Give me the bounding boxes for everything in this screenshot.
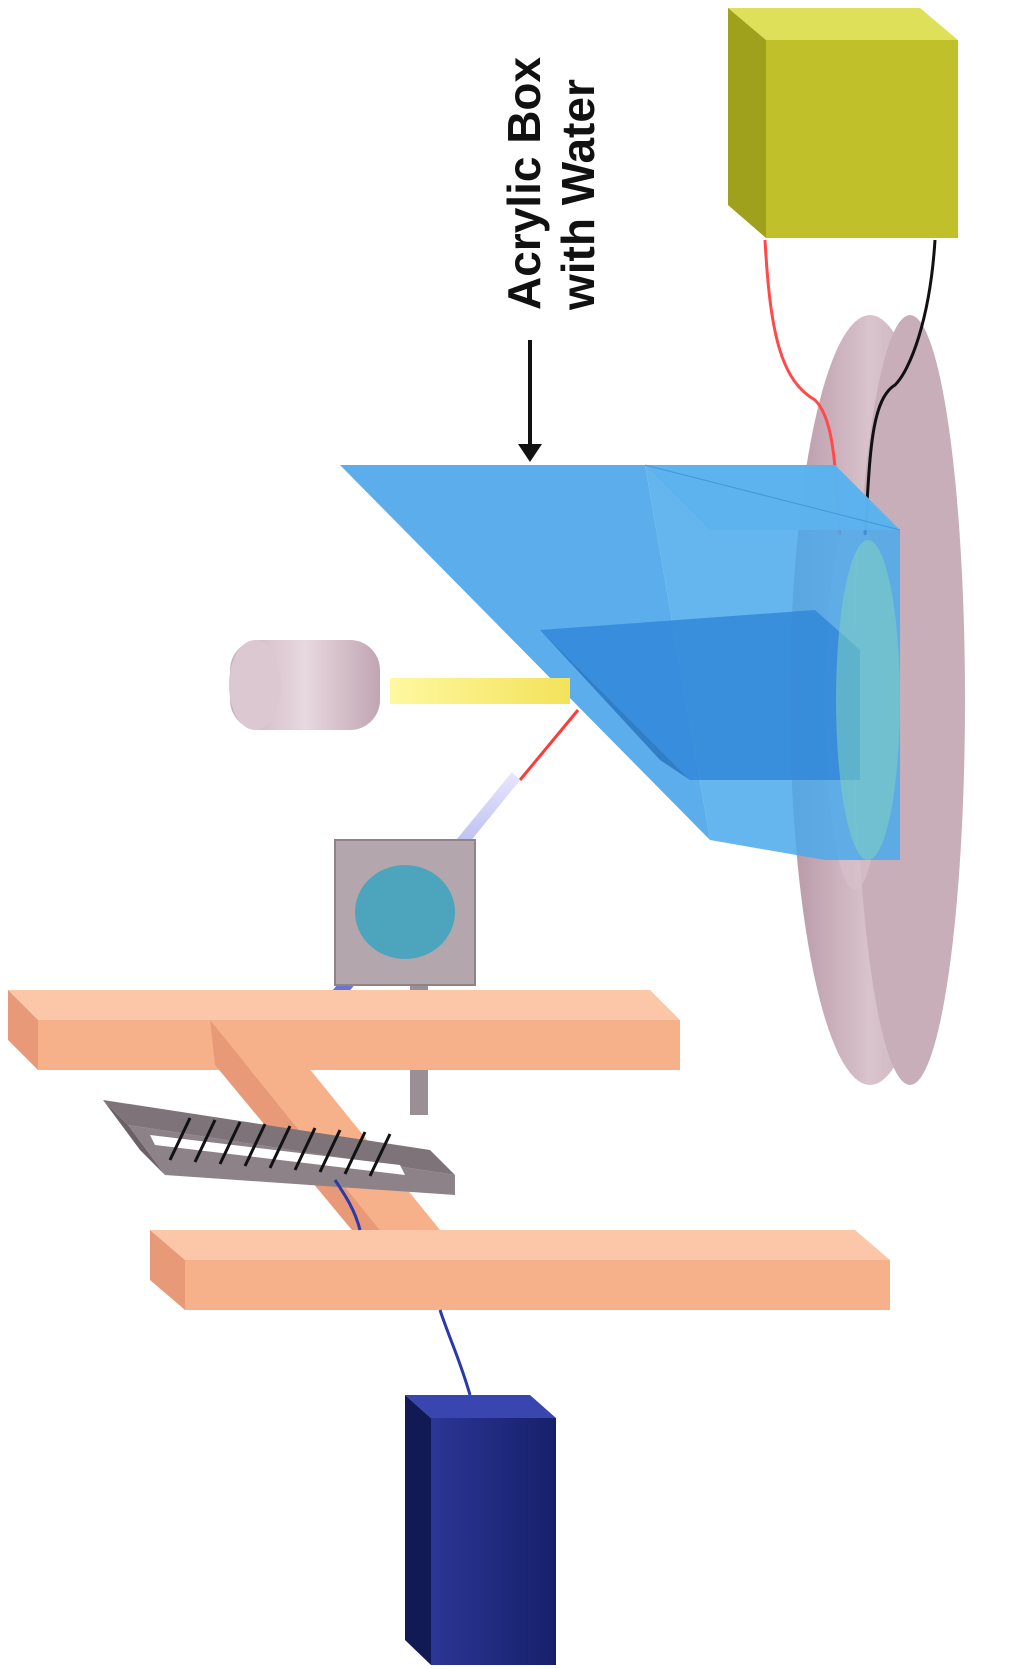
label-line2: with Water xyxy=(552,79,604,311)
acrylic-box xyxy=(340,464,901,860)
needle-holder xyxy=(334,839,476,1115)
electrode-comb xyxy=(103,1100,455,1195)
rail-top xyxy=(8,990,680,1070)
power-supply xyxy=(728,8,958,238)
label-arrow xyxy=(518,340,542,462)
black-wire xyxy=(863,239,937,536)
blue-wire-upper xyxy=(333,1179,362,1231)
label-line1: Acrylic Box xyxy=(498,56,550,310)
rail-bottom xyxy=(150,1230,890,1310)
blue-wire-lower xyxy=(438,1309,472,1396)
lamp xyxy=(229,640,570,730)
acrylic-box-label: Acrylic Box with Water xyxy=(498,56,604,311)
dark-box xyxy=(405,1395,556,1665)
